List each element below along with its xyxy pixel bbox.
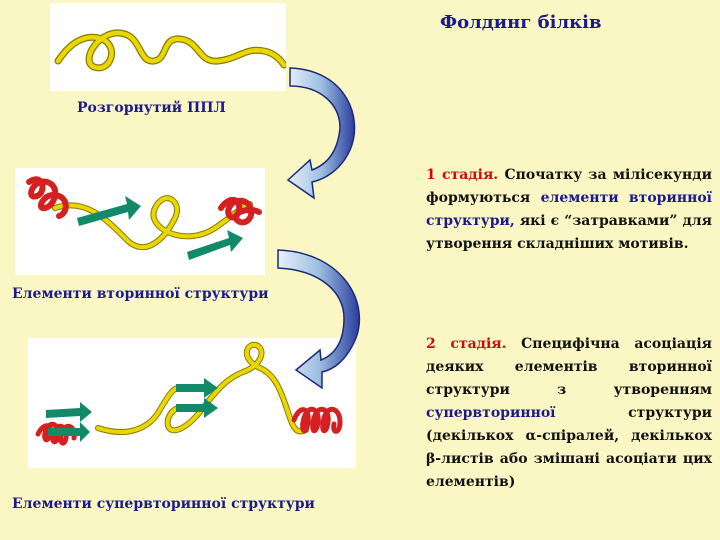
unfolded-chain-image xyxy=(50,3,286,91)
supersecondary-elements-image xyxy=(28,338,356,468)
secondary-elements-image xyxy=(15,168,265,275)
curved-arrow-2-icon xyxy=(277,249,361,390)
curved-arrow-1-icon xyxy=(286,67,356,200)
stage-2-description: 2 стадія. Специфічна асоціація деяких ел… xyxy=(426,333,712,494)
stage-2-text-b: структури (декількох α-спіралей, декільк… xyxy=(426,405,712,490)
stage-2-text-a: Специфічна асоціація деяких елементів вт… xyxy=(426,336,712,398)
stage-2-label: 2 стадія. xyxy=(426,336,507,352)
page-title: Фолдинг білків xyxy=(440,12,602,33)
secondary-caption: Елементи вторинної структури xyxy=(12,286,269,302)
stage-1-text-a: Спочатку за мілісекунди формуються xyxy=(426,167,712,206)
stage-1-text-b: які є “затравками” для утворення складні… xyxy=(426,213,712,252)
stage-1-highlight: елементи вторинної структури, xyxy=(426,190,712,229)
stage-1-description: 1 стадія. Спочатку за мілісекунди формую… xyxy=(426,164,712,256)
supersecondary-caption: Елементи супервторинної структури xyxy=(12,496,315,512)
stage-1-label: 1 стадія. xyxy=(426,167,499,183)
unfolded-caption: Розгорнутий ППЛ xyxy=(77,100,226,116)
stage-2-highlight: супервторинної xyxy=(426,405,556,421)
